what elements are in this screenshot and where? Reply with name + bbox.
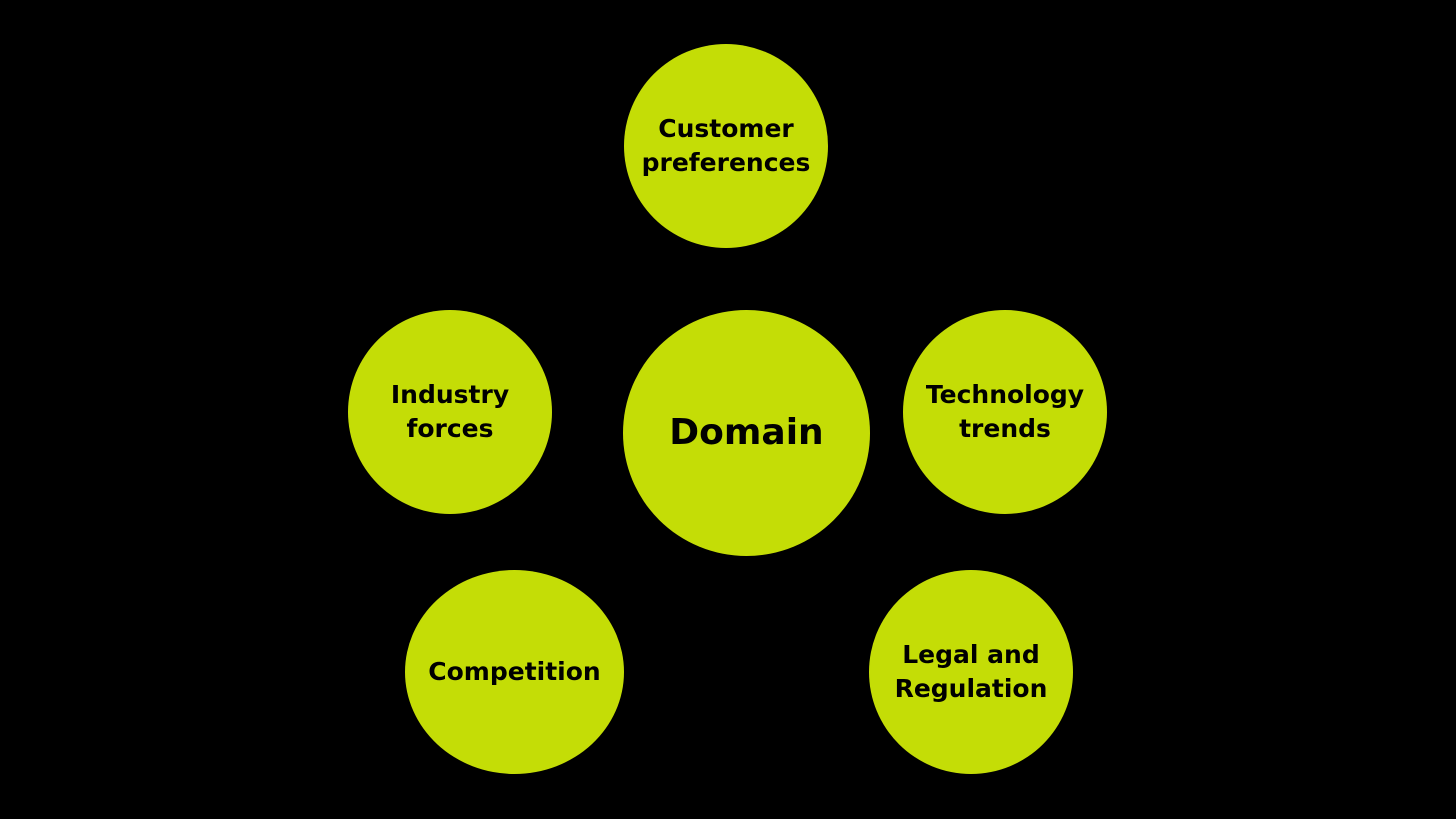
technology-trends-line-1: Technology — [925, 379, 1085, 409]
competition-label: Competition — [428, 656, 601, 686]
domain-circle: Domain — [623, 310, 870, 556]
legal-regulation-line-2: Regulation — [894, 674, 1048, 703]
domain-label: Domain — [669, 412, 824, 454]
customer-preferences-circle: Customer preferences — [624, 44, 828, 248]
legal-regulation-circle: Legal and Regulation — [869, 570, 1073, 774]
technology-trends-circle: Technology trends — [903, 310, 1107, 514]
technology-trends-line-2: trends — [959, 414, 1051, 443]
industry-forces-line-1: Industry — [390, 379, 510, 409]
technology-trends-label: Technology trends — [926, 378, 1084, 447]
competition-circle: Competition — [405, 570, 624, 774]
industry-forces-label: Industry forces — [391, 378, 509, 447]
legal-regulation-label: Legal and Regulation — [895, 638, 1048, 707]
customer-preferences-label: Customer preferences — [642, 112, 811, 181]
legal-regulation-line-1: Legal and — [902, 639, 1040, 669]
customer-preferences-line-1: Customer — [658, 113, 794, 143]
customer-preferences-line-2: preferences — [641, 148, 811, 177]
industry-forces-circle: Industry forces — [348, 310, 552, 514]
industry-forces-line-2: forces — [406, 414, 494, 443]
